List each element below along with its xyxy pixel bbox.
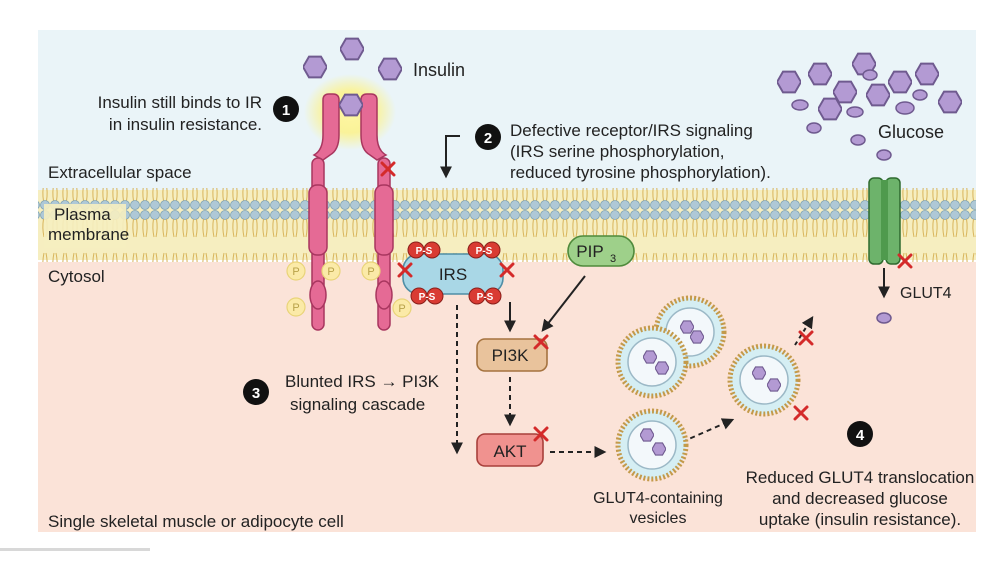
signaling-arrows	[440, 135, 890, 458]
vesicles-label-line2: vesicles	[630, 510, 687, 527]
phosphate-label: P	[292, 302, 299, 314]
ps-label: P-S	[419, 292, 436, 303]
lipid-bilayer	[38, 188, 976, 262]
vesicle	[653, 295, 727, 369]
step2-line3: reduced tyrosine phosphorylation).	[510, 163, 771, 182]
insulin-hexagon-icon	[340, 37, 364, 61]
step1-number: 1	[282, 102, 290, 119]
step3-line2: signaling cascade	[290, 395, 425, 414]
step4-line1: Reduced GLUT4 translocation	[746, 468, 975, 487]
irs-protein: IRS P-S P-S P-S P-S	[402, 241, 504, 305]
receptor-tm-left	[308, 184, 328, 256]
pip3-box	[567, 235, 635, 267]
pi3k-box	[476, 338, 548, 372]
step3-number: 3	[252, 385, 260, 402]
step-3-annotation: 3 Blunted IRS → PI3K signaling cascade	[243, 372, 440, 414]
vesicle	[615, 325, 689, 399]
phosphate-label: P	[292, 266, 299, 278]
vesicle	[727, 343, 801, 417]
pip3: PIP 3	[567, 235, 635, 267]
step-1-annotation: Insulin still binds to IR in insulin res…	[98, 93, 299, 134]
insulin-receptor	[304, 74, 396, 331]
receptor-kinase-right	[375, 280, 393, 310]
cytosol-label: Cytosol	[48, 267, 105, 286]
step4-line3: uptake (insulin resistance).	[759, 510, 961, 529]
step-4-annotation: 4 Reduced GLUT4 translocation and decrea…	[746, 421, 975, 529]
bottom-strip	[0, 532, 1004, 558]
step1-badge	[273, 96, 299, 122]
receptor-alpha-left	[312, 93, 340, 161]
fusion-arrow	[794, 315, 814, 346]
inhibition-x-icon	[499, 262, 515, 278]
ps-label: P-S	[477, 292, 494, 303]
step-2-annotation: 2 Defective receptor/IRS signaling (IRS …	[475, 121, 771, 182]
glut4-vesicles	[615, 295, 801, 482]
pip3-label: PIP	[576, 242, 603, 261]
inhibition-x-icon	[397, 262, 413, 278]
extracellular-label: Extracellular space	[48, 163, 192, 182]
scroll-indicator	[0, 548, 150, 551]
step4-number: 4	[856, 427, 865, 444]
akt-box	[476, 433, 544, 467]
inhibition-x-icon	[897, 253, 913, 269]
step3-badge	[243, 379, 269, 405]
bound-insulin-icon	[339, 93, 363, 117]
plasma-label-line2: membrane	[48, 225, 129, 244]
step2-number: 2	[484, 130, 492, 147]
vesicle-translocation-arrow	[681, 418, 735, 443]
phosphate-group: P P P P P	[286, 261, 412, 318]
inhibition-x-icon	[533, 334, 549, 350]
pi3k: PI3K	[476, 338, 548, 372]
glut4-transporter	[868, 177, 901, 265]
pip3-subscript: 3	[610, 253, 616, 265]
receptor-alpha-right	[360, 93, 388, 161]
glucose-label: Glucose	[878, 122, 944, 142]
plasma-label-bg	[44, 204, 126, 248]
inhibition-x-icon	[793, 405, 809, 421]
insulin-hexagon-icon	[303, 55, 327, 79]
insulin-label: Insulin	[413, 60, 465, 80]
receptor-kinase-left	[309, 280, 327, 310]
akt: AKT	[476, 433, 544, 467]
glut4-label: GLUT4	[900, 285, 952, 302]
akt-label: AKT	[493, 442, 526, 461]
inhibition-marks	[380, 161, 913, 442]
irs-label: IRS	[439, 265, 467, 284]
pip3-to-pi3k-arrow	[541, 275, 586, 332]
cell-type-label: Single skeletal muscle or adipocyte cell	[48, 512, 344, 531]
inhibition-x-icon	[798, 330, 814, 346]
glucose-molecules	[777, 52, 962, 324]
step4-line2: and decreased glucose	[772, 489, 948, 508]
inhibition-x-icon	[533, 426, 549, 442]
step2-badge	[475, 124, 501, 150]
inhibition-x-icon	[380, 161, 396, 177]
plasma-label-line1: Plasma	[54, 205, 111, 224]
receptor-tm-right	[374, 184, 394, 256]
step2-pointer-arrow	[440, 135, 460, 179]
insulin-hexagon-icon	[378, 57, 402, 81]
step3-line1: Blunted IRS → PI3K	[285, 372, 440, 391]
step2-line1: Defective receptor/IRS signaling	[510, 121, 753, 140]
vesicle	[615, 408, 689, 482]
pi3k-label: PI3K	[492, 346, 530, 365]
phosphate-label: P	[367, 266, 374, 278]
step1-line1: Insulin still binds to IR	[98, 93, 262, 112]
ps-label: P-S	[476, 246, 493, 257]
phosphate-label: P	[327, 266, 334, 278]
cytosol-region	[38, 262, 976, 532]
step4-badge	[847, 421, 873, 447]
step1-line2: in insulin resistance.	[109, 115, 262, 134]
ps-label: P-S	[416, 246, 433, 257]
phosphate-label: P	[398, 303, 405, 315]
vesicles-label-line1: GLUT4-containing	[593, 490, 723, 507]
step2-line2: (IRS serine phosphorylation,	[510, 142, 725, 161]
